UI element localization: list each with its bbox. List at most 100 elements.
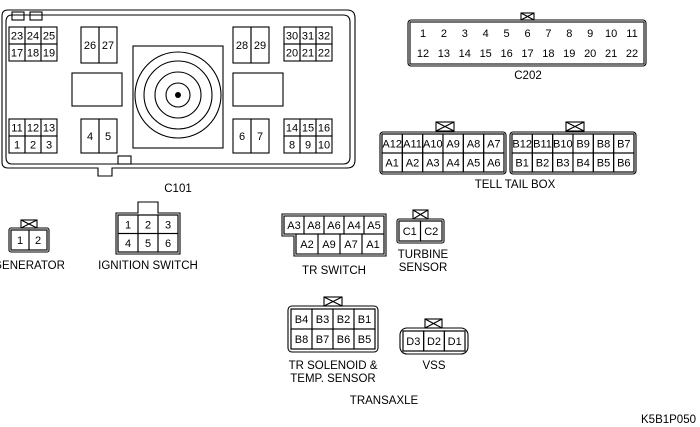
c101-pin-5-cell [98,118,118,154]
c101-pin-10: 10 [318,140,330,152]
tell-tail-pin-b12: B12 [512,139,532,151]
tell-tail-pin-a9: A9 [446,139,459,151]
tr-switch-pin-a7: A7 [344,239,357,251]
c101-pin-19: 19 [43,48,55,60]
c202-pin-9: 9 [587,28,593,40]
c202-pin-22: 22 [626,48,638,60]
tell-tail-b-latch [565,121,585,132]
c101-pin-11: 11 [11,123,22,135]
c202-pin-5: 5 [504,28,510,40]
c202-pin-2: 2 [441,28,447,40]
tr-solenoid-pin-b5: B5 [358,334,371,346]
tell-tail-pin-a11: A11 [403,139,422,151]
tell-tail-pin-b1: B1 [515,158,528,170]
tr-switch-pin-a2: A2 [300,239,313,251]
c202-pin-4: 4 [483,28,489,40]
c202-latch [520,12,535,21]
c101-pin-18: 18 [27,48,39,60]
turbine-sensor-pin-c2: C2 [424,226,438,238]
c101-pin-27: 27 [102,40,114,52]
tell-tail-pin-a4: A4 [446,158,459,170]
c101-pin-1: 1 [14,140,20,152]
tr-solenoid-pin-b5-cell [353,328,376,350]
c101-pin-8: 8 [289,140,295,152]
vss-latch [424,318,443,329]
ignition-pin-5: 5 [145,238,151,250]
c101-pin-21: 21 [302,48,314,60]
c202-pin-14: 14 [459,48,471,60]
c101-pin-3-cell [40,135,58,154]
tell-tail-pin-b11: B11 [533,139,552,151]
tr-solenoid-label-line1: TR SOLENOID & [289,360,378,372]
c202-pin-19: 19 [563,48,575,60]
tr-solenoid-pin-b8: B8 [295,334,308,346]
tr-switch-pin-a9: A9 [322,239,335,251]
vss-label: VSS [422,360,445,372]
tr-solenoid-pin-b3: B3 [316,314,329,326]
c101-center-socket [134,51,222,139]
tell-tail-pin-a6-cell [483,152,505,173]
tell-tail-pin-a10: A10 [423,139,443,151]
tr-solenoid-pin-b1: B1 [358,314,371,326]
tr-switch-pin-a1-cell [361,233,385,255]
c101-pin-23: 23 [11,31,23,43]
turbine-sensor-pin-c1: C1 [403,226,417,238]
generator-latch [20,219,38,229]
c101-pin-12: 12 [27,123,39,135]
ignition-pin-2: 2 [145,219,151,231]
c202-pin-6: 6 [524,28,530,40]
generator-pin-2-cell [28,229,48,251]
c101-pin-13: 13 [43,123,55,135]
tell-tail-pin-a8: A8 [467,139,480,151]
c101-pin-29: 29 [254,40,266,52]
c202-pin-11: 11 [626,28,637,40]
tell-tail-a-latch [435,121,455,132]
c101-pin-29-cell [250,26,270,64]
c202-pin-8: 8 [566,28,572,40]
tell-tail-pin-b10: B10 [553,139,573,151]
generator-pin-2: 2 [35,235,41,247]
c202-pin-10: 10 [605,28,617,40]
c101-pin-7: 7 [257,131,263,143]
tell-tail-box-label: TELL TAIL BOX [475,179,556,191]
vss-pin-d1: D1 [448,336,462,348]
c202-pin-21: 21 [605,48,617,60]
c202-pin-18: 18 [542,48,554,60]
figure-code: K5B1P050 [641,414,696,426]
c202-pin-20: 20 [584,48,596,60]
c101-pin-30: 30 [286,31,298,43]
tell-tail-pin-b9: B9 [576,139,589,151]
c202-pin-7: 7 [545,28,551,40]
ignition-switch-label: IGNITION SWITCH [98,260,198,272]
tell-tail-pin-a1: A1 [385,158,398,170]
c202-pin-12: 12 [417,48,429,60]
c101-pin-25: 25 [43,31,55,43]
ignition-pin-6-cell [157,232,179,253]
generator-pin-1: 1 [17,235,23,247]
tr-solenoid-label-line2: TEMP. SENSOR [290,373,375,385]
turbine-sensor-pin-c2-cell [419,220,443,242]
tell-tail-pin-b6-cell [613,152,635,173]
tell-tail-pin-b7: B7 [617,139,630,151]
c202-pin-3: 3 [462,28,468,40]
c101-pin-19-cell [40,43,58,62]
c101-pin-20: 20 [286,48,298,60]
c202-pin-17: 17 [521,48,533,60]
c202-pin-16: 16 [500,48,512,60]
c101-pin-31: 31 [302,31,314,43]
c101-pin-9: 9 [305,140,311,152]
vss-pin-d1-cell [443,330,466,352]
c101-pin-22: 22 [318,48,330,60]
ignition-pin-1: 1 [125,219,131,231]
c101-pin-16: 16 [318,123,330,135]
c202-pin-13: 13 [438,48,450,60]
vss-pin-d2: D2 [427,336,441,348]
turbine-sensor-label-line1: TURBINE [398,249,449,261]
tr-switch-pin-a3: A3 [287,220,300,232]
tr-solenoid-latch [323,296,343,307]
